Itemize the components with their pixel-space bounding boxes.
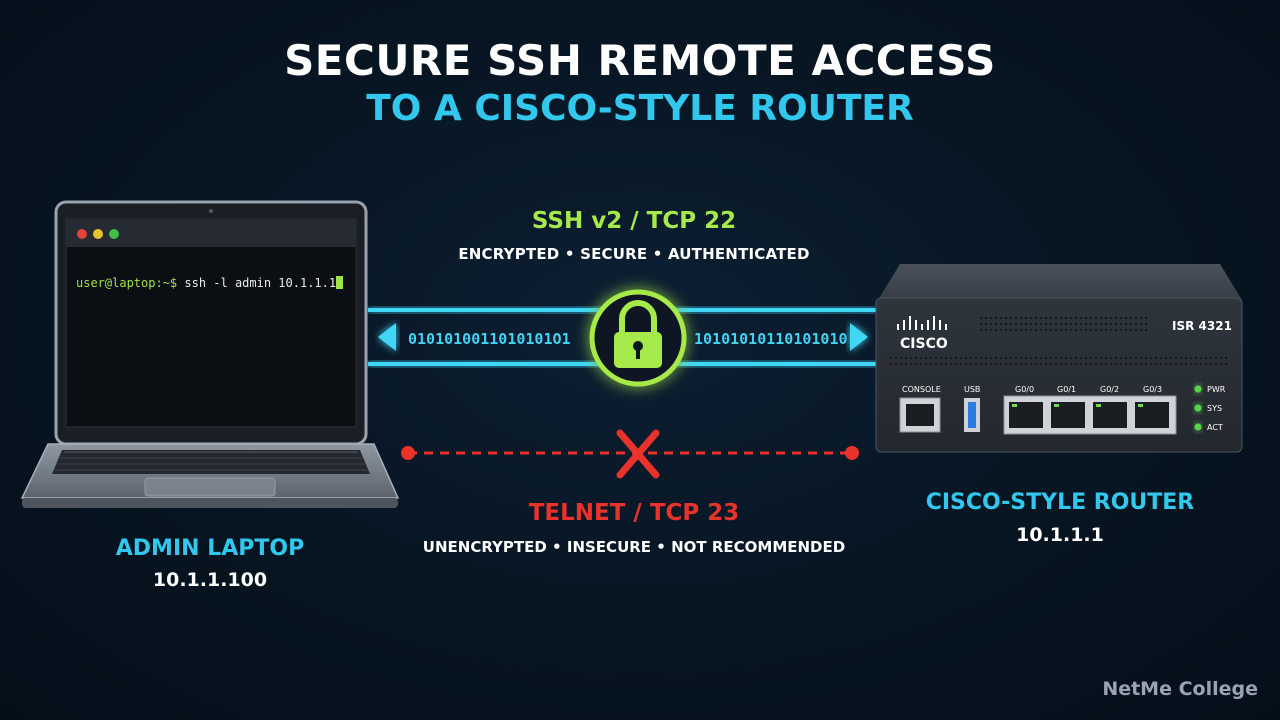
bits-right: 10101010110101010 (694, 330, 848, 348)
cisco-logo-icon (897, 316, 947, 330)
led-label-act: ACT (1207, 423, 1223, 432)
status-leds: PWR SYS ACT (1194, 385, 1226, 432)
terminal-cursor (336, 276, 343, 289)
watermark: NetMe College (1102, 678, 1258, 700)
port-label-usb: USB (964, 385, 980, 394)
laptop-ip: 10.1.1.100 (152, 569, 268, 591)
port-label-console: CONSOLE (902, 385, 941, 394)
router-model: ISR 4321 (1172, 319, 1232, 333)
port-label-g00: G0/0 (1015, 385, 1034, 394)
vent-grille (890, 317, 1230, 365)
blocked-x-icon (616, 429, 660, 479)
telnet-link (401, 429, 859, 479)
router-name: CISCO-STYLE ROUTER (925, 490, 1195, 515)
minimize-dot-icon (93, 229, 103, 239)
right-arrow-icon (850, 323, 868, 351)
terminal-prompt: user@laptop:~$ (76, 276, 177, 290)
left-arrow-icon (378, 323, 396, 351)
router-brand: CISCO (900, 336, 948, 352)
led-label-pwr: PWR (1207, 385, 1226, 394)
led-label-sys: SYS (1207, 404, 1222, 413)
trackpad (144, 477, 276, 497)
telnet-protocol-label: TELNET / TCP 23 (528, 500, 740, 526)
port-label-g02: G0/2 (1100, 385, 1119, 394)
port-label-g03: G0/3 (1143, 385, 1162, 394)
terminal-command: ssh -l admin 10.1.1.1 (177, 276, 336, 290)
router-illustration: CISCO ISR 4321 CONSOLE USB G0/0 G0/1 G0/… (875, 264, 1243, 453)
keyboard (52, 450, 370, 474)
port-label-g01: G0/1 (1057, 385, 1076, 394)
ethernet-ports (1003, 395, 1177, 435)
laptop-name: ADMIN LAPTOP (115, 536, 305, 561)
page-title: SECURE SSH REMOTE ACCESS (284, 36, 996, 85)
telnet-description: UNENCRYPTED • INSECURE • NOT RECOMMENDED (422, 538, 846, 556)
ssh-protocol-label: SSH v2 / TCP 22 (531, 208, 737, 234)
terminal-line: user@laptop:~$ ssh -l admin 10.1.1.1 (76, 276, 336, 290)
close-dot-icon (77, 229, 87, 239)
laptop-illustration: user@laptop:~$ ssh -l admin 10.1.1.1 (20, 200, 400, 508)
lock-icon (589, 289, 687, 387)
bits-left: 0101010011010101O1 (408, 330, 571, 348)
router-ip: 10.1.1.1 (1016, 524, 1104, 546)
maximize-dot-icon (109, 229, 119, 239)
console-port (899, 397, 941, 433)
page-subtitle: TO A CISCO-STYLE ROUTER (366, 88, 914, 129)
ssh-description: ENCRYPTED • SECURE • AUTHENTICATED (458, 245, 810, 263)
usb-port (964, 398, 980, 432)
